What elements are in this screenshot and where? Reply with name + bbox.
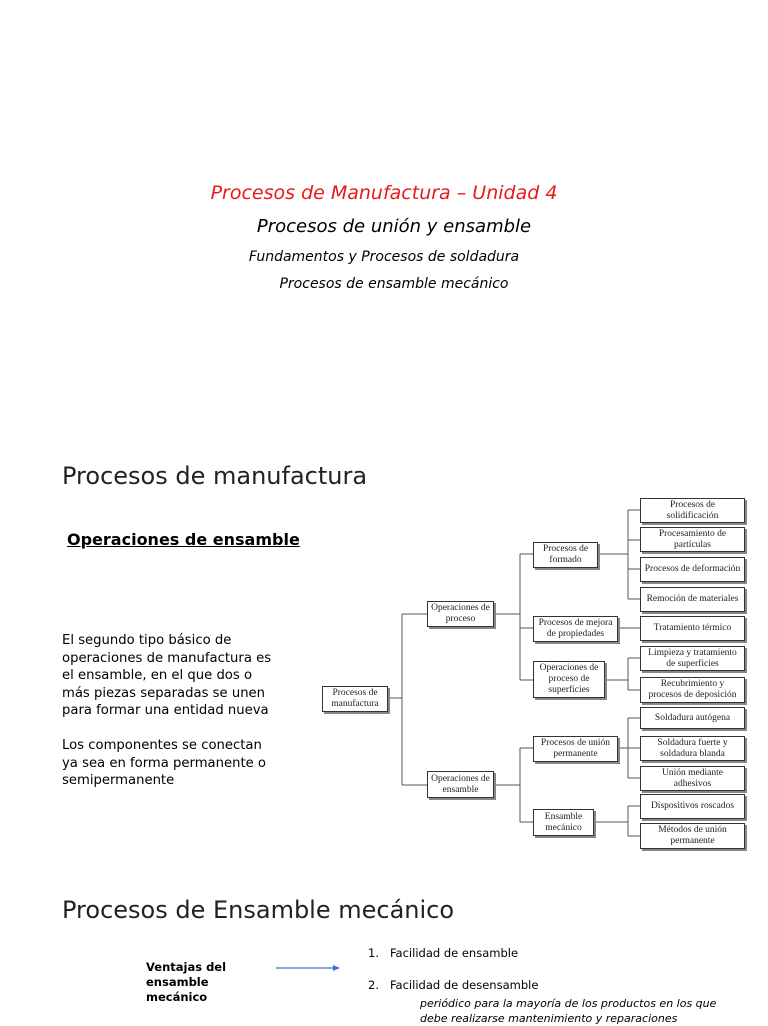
list-item: 2. Facilidad de desensamble: [368, 978, 538, 992]
box-recubrimiento: Recubrimiento y procesos de deposición: [640, 677, 745, 703]
box-metodos-union: Métodos de unión permanente: [640, 823, 745, 849]
box-operaciones-proceso: Operaciones de proceso: [427, 601, 494, 627]
list-item-text: Facilidad de desensamble: [390, 978, 539, 992]
box-termico: Tratamiento térmico: [640, 616, 745, 641]
arrow-icon: [276, 965, 340, 971]
box-solidificacion: Procesos de solidificación: [640, 498, 745, 523]
box-procesos-manufactura: Procesos de manufactura: [322, 686, 388, 712]
box-procesos-mejora: Procesos de mejora de propiedades: [533, 616, 618, 642]
cover-subtitle: Procesos de unión y ensamble: [256, 216, 532, 237]
advantages-label: Ventajas del ensamble mecánico: [146, 960, 227, 1004]
box-remocion: Remoción de materiales: [640, 587, 745, 612]
list-item-description: periódico para la mayoría de los product…: [420, 997, 717, 1025]
list-item-number: 1.: [368, 946, 379, 960]
list-item: 1. Facilidad de ensamble: [368, 946, 518, 960]
slide2-paragraph-2: Los componentes se conectan ya sea en fo…: [62, 738, 266, 788]
box-autogena: Soldadura autógena: [640, 707, 745, 729]
box-adhesivos: Unión mediante adhesivos: [640, 766, 745, 791]
box-ensamble-mecanico: Ensamble mecánico: [533, 809, 594, 836]
box-roscados: Dispositivos roscados: [640, 794, 745, 819]
box-limpieza: Limpieza y tratamiento de superficies: [640, 646, 745, 671]
slide3-heading: Procesos de Ensamble mecánico: [62, 896, 455, 924]
list-item-text: Facilidad de ensamble: [390, 946, 519, 960]
slide2-heading: Procesos de manufactura: [62, 462, 368, 490]
box-operaciones-ensamble: Operaciones de ensamble: [427, 771, 494, 798]
box-operaciones-superficies: Operaciones de proceso de superficies: [533, 661, 605, 698]
box-union-permanente: Procesos de unión permanente: [533, 736, 618, 762]
cover-title: Procesos de Manufactura – Unidad 4: [210, 182, 558, 204]
slide2-paragraph-1: El segundo tipo básico de operaciones de…: [62, 633, 272, 718]
box-soldadura-fuerte: Soldadura fuerte y soldadura blanda: [640, 736, 745, 761]
box-particulas: Procesamiento de partículas: [640, 527, 745, 552]
box-procesos-formado: Procesos de formado: [533, 542, 598, 568]
cover-line-1: Fundamentos y Procesos de soldadura: [248, 249, 520, 265]
slide2-subheading: Operaciones de ensamble: [67, 530, 300, 549]
cover-line-2: Procesos de ensamble mecánico: [279, 276, 509, 292]
list-item-number: 2.: [368, 978, 379, 992]
box-deformacion: Procesos de deformación: [640, 557, 745, 582]
